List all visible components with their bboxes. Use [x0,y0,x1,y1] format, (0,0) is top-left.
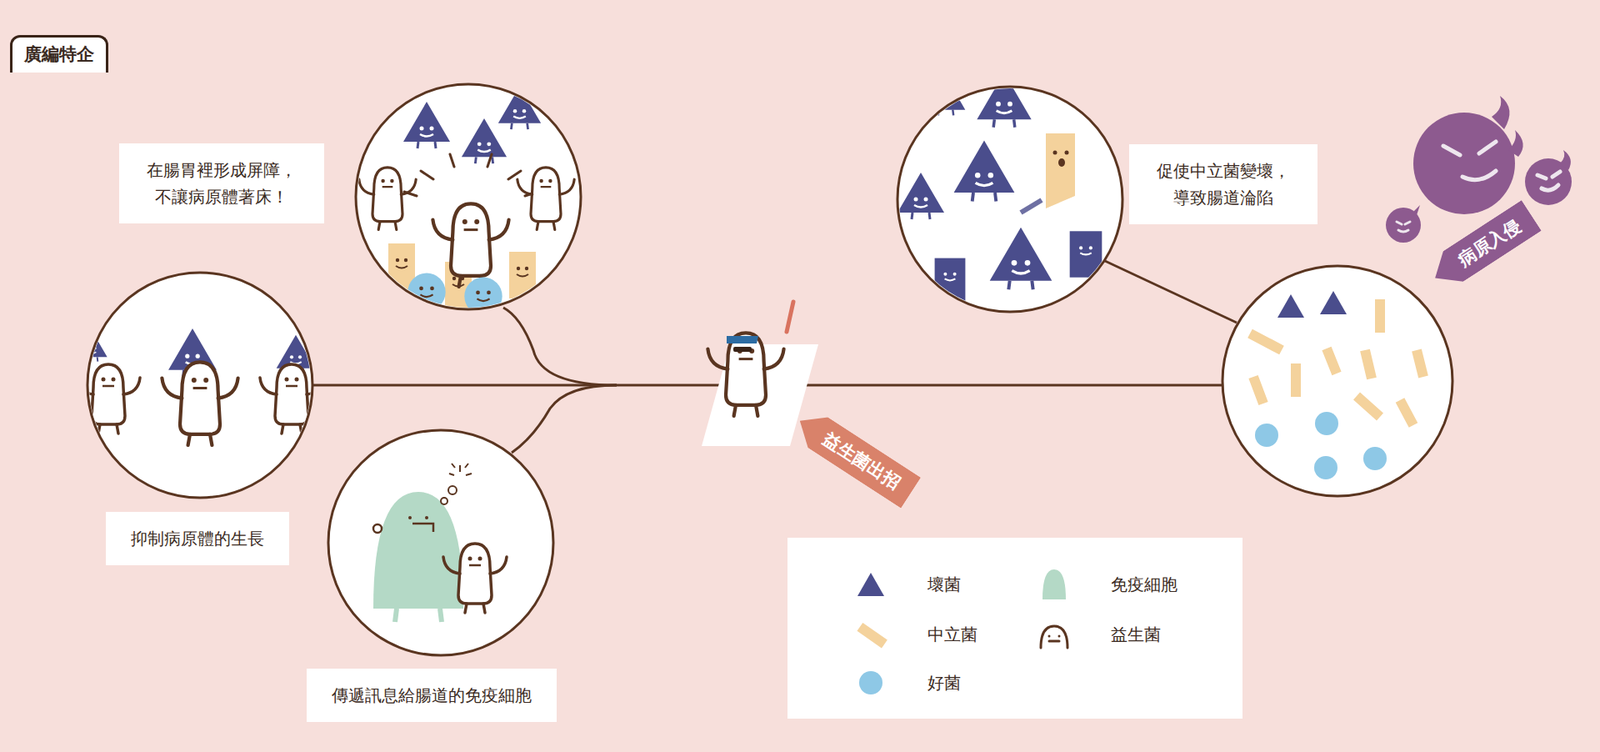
legend-swatch [854,567,888,601]
title-text: 廣編特企 [24,44,95,65]
tag-text: 益生菌出招 [818,427,905,495]
caption-text: 抑制病原體的生長 [130,525,265,552]
legend-swatch [1037,567,1071,601]
legend-text: 好菌 [927,671,961,695]
legend-swatch [1037,617,1071,651]
text-box: 傳遞訊息給腸道的免疫細胞 [306,668,557,722]
legend-text: 益生菌 [1110,623,1161,646]
section-tab: 廣編特企 [10,35,109,73]
legend-swatch [854,617,888,651]
text-box: 在腸胃裡形成屏障， 不讓病原體著床！ [119,143,325,224]
legend-swatch [854,665,888,700]
legend-text: 壞菌 [927,573,961,596]
arrow-tag: 益生菌出招 [790,405,921,508]
caption-text: 在腸胃裡形成屏障， 不讓病原體著床！ [144,156,300,210]
legend-box: 壞菌中立菌好菌 免疫細胞益生菌 [787,537,1243,719]
caption-text: 傳遞訊息給腸道的免疫細胞 [331,681,532,709]
legend-text: 中立菌 [927,623,978,646]
legend-text: 免疫細胞 [1110,573,1178,596]
text-box: 抑制病原體的生長 [105,511,290,565]
text-box: 促使中立菌變壞， 導致腸道淪陷 [1129,144,1318,225]
caption-text: 促使中立菌變壞， 導致腸道淪陷 [1154,157,1293,211]
tag-text: 病原入侵 [1454,213,1526,271]
arrow-tag: 病原入侵 [1425,200,1542,294]
